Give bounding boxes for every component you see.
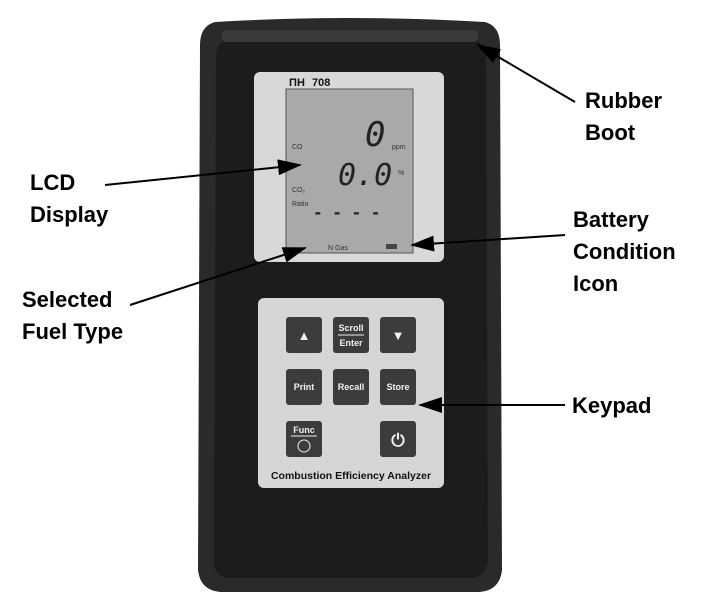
- power-button[interactable]: ⏻: [380, 421, 416, 457]
- keypad-label: Keypad: [572, 393, 651, 418]
- rubber-boot-label: Boot: [585, 120, 636, 145]
- backlight-icon: [297, 439, 311, 453]
- lcd-co-unit: ppm: [392, 144, 406, 151]
- lcd-display-label: Display: [30, 202, 109, 227]
- model-number: 708: [312, 77, 330, 89]
- enter-label: Enter: [339, 338, 363, 348]
- print-label: Print: [294, 382, 315, 392]
- model-logo: ΠΗ: [289, 77, 305, 89]
- lcd-fuel-type: N Gas: [328, 245, 348, 252]
- boot-top-ridge: [222, 30, 478, 42]
- store-label: Store: [386, 382, 409, 392]
- recall-button[interactable]: Recall: [333, 369, 369, 405]
- print-button[interactable]: Print: [286, 369, 322, 405]
- down-button[interactable]: ▼: [380, 317, 416, 353]
- lcd-display-arrow: [104, 159, 302, 186]
- scroll-label: Scroll: [338, 323, 363, 333]
- product-name: Combustion Efficiency Analyzer: [271, 470, 431, 482]
- lcd-co2-label: CO₂: [292, 187, 306, 194]
- lcd-co-value: 0: [365, 115, 385, 155]
- up-arrow-icon: ▲: [298, 328, 311, 343]
- lcd-co2-unit: %: [398, 170, 404, 177]
- func-label: Func: [293, 425, 315, 435]
- fuel-type-arrow: [129, 247, 307, 306]
- lcd-co2-value: 0.0: [338, 158, 392, 193]
- up-button[interactable]: ▲: [286, 317, 322, 353]
- battery-icon-label: Icon: [573, 271, 618, 296]
- battery-icon-arrow: [410, 234, 566, 252]
- lcd-ratio-label: Ratio: [292, 201, 308, 208]
- rubber-boot-arrow: [476, 43, 576, 103]
- fuel-type-label: Selected: [22, 287, 113, 312]
- rubber-boot-label: Rubber: [585, 88, 662, 113]
- battery-icon-label: Condition: [573, 239, 676, 264]
- down-arrow-icon: ▼: [392, 328, 405, 343]
- store-button[interactable]: Store: [380, 369, 416, 405]
- battery-icon-label: Battery: [573, 207, 650, 232]
- lcd-display-label: LCD: [30, 170, 75, 195]
- func-button[interactable]: Func: [286, 421, 322, 457]
- lcd-co-label: CO: [292, 144, 303, 151]
- power-icon: ⏻: [391, 431, 405, 451]
- battery-icon: [386, 244, 397, 249]
- lcd-screen: [285, 88, 414, 254]
- scroll-enter-button[interactable]: Scroll Enter: [333, 317, 369, 353]
- lcd-ratio-value: - - - -: [313, 203, 380, 222]
- recall-label: Recall: [338, 382, 365, 392]
- fuel-type-label: Fuel Type: [22, 319, 123, 344]
